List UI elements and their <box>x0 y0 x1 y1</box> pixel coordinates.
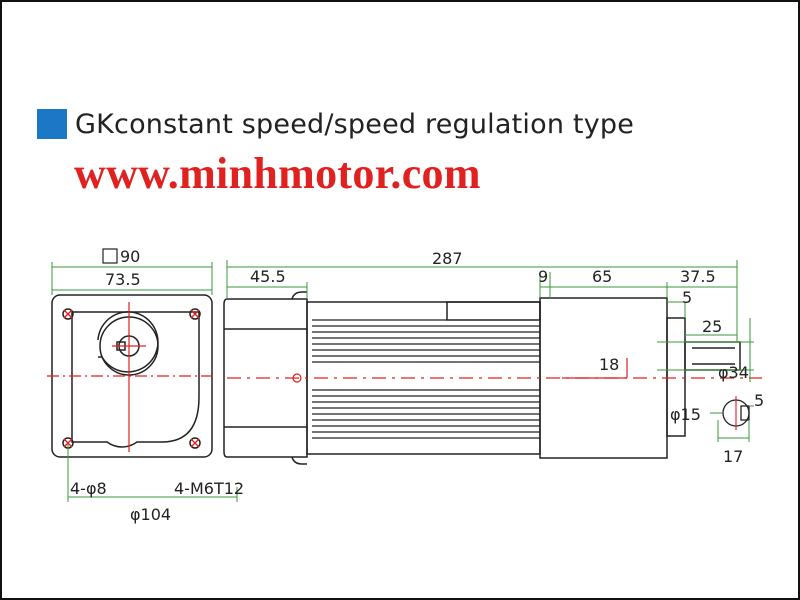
side-centerline <box>227 358 762 383</box>
dim-holes: 4-φ8 <box>70 479 107 498</box>
square-symbol <box>102 248 118 264</box>
dim-25: 25 <box>702 317 722 336</box>
hole-top-right <box>189 308 201 320</box>
dim-phi104: φ104 <box>130 505 171 524</box>
front-gearbox-outline <box>71 311 200 448</box>
dim-5-top: 5 <box>682 288 692 307</box>
dim-45-5: 45.5 <box>250 267 286 286</box>
dim-5-key: 5 <box>754 391 764 410</box>
dim-9: 9 <box>538 267 548 286</box>
title-row: GKconstant speed/speed regulation type <box>37 106 634 142</box>
rear-cap <box>223 298 308 458</box>
dim-phi34: φ34 <box>718 363 749 382</box>
title-marker <box>37 109 67 139</box>
cooling-fins <box>312 319 540 439</box>
shaft-section-key <box>740 405 750 421</box>
hole-top-left <box>62 308 74 320</box>
output-boss <box>666 317 686 437</box>
side-dim-lines <box>226 260 754 382</box>
front-centerlines <box>47 302 217 452</box>
dim-18: 18 <box>599 355 619 374</box>
website-url: www.minhmotor.com <box>74 149 481 198</box>
front-hole-crosses <box>63 309 200 448</box>
dim-phi15: φ15 <box>670 405 701 424</box>
dim-17: 17 <box>723 447 743 466</box>
dim-73-5: 73.5 <box>105 270 141 289</box>
terminal-box <box>446 301 541 321</box>
drawing-title: GKconstant speed/speed regulation type <box>75 108 635 140</box>
shaft-section-dim-lines <box>710 405 754 442</box>
dim-65: 65 <box>592 267 612 286</box>
dim-37-5: 37.5 <box>680 267 716 286</box>
dim-square-90: 90 <box>120 247 140 266</box>
hole-bottom-right <box>189 437 201 449</box>
dim-287: 287 <box>432 249 463 268</box>
front-boss <box>97 311 159 373</box>
front-dim-lines <box>51 262 238 502</box>
dim-thread: 4-M6T12 <box>174 479 244 498</box>
